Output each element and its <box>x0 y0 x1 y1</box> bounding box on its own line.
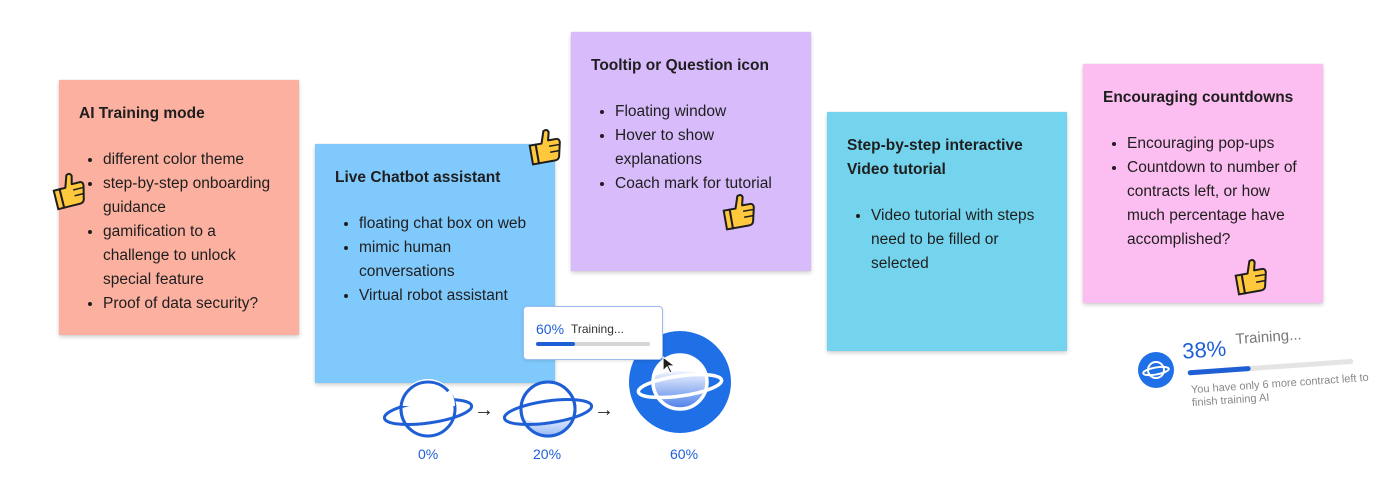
planet-icon <box>500 374 596 449</box>
tooltip-percent: 60% <box>536 321 565 337</box>
note-bullet: gamification to a challenge to unlock sp… <box>103 220 279 292</box>
widget-message: You have only 6 more contract left to fi… <box>1190 371 1370 410</box>
widget-percent: 38% <box>1181 335 1228 364</box>
note-bullet: Proof of data security? <box>103 292 279 316</box>
widget-progress-fill <box>1187 365 1251 376</box>
note-title: Tooltip or Question icon <box>591 57 769 74</box>
arrow-right-icon: → <box>594 399 614 421</box>
note-bullet: Video tutorial with steps need to be fil… <box>871 204 1047 276</box>
progress-step-label: 20% <box>533 446 562 462</box>
note-bullet: Coach mark for tutorial <box>615 172 791 196</box>
planet-icon <box>1138 352 1174 393</box>
widget-label: Training... <box>1234 326 1303 348</box>
note-encouraging-countdowns[interactable]: Encouraging countdowns Encouraging pop-u… <box>1083 64 1323 303</box>
note-ai-training-mode[interactable]: AI Training mode different color theme s… <box>59 80 299 335</box>
thumbs-up-icon <box>525 125 565 166</box>
note-tooltip-or-question-icon[interactable]: Tooltip or Question icon Floating window… <box>571 32 811 271</box>
training-progress-widget: 38% Training... You have only 6 more con… <box>1133 311 1378 427</box>
note-bullet: Countdown to number of contracts left, o… <box>1127 156 1303 252</box>
note-title: Live Chatbot assistant <box>335 169 501 186</box>
note-title: Encouraging countdowns <box>1103 89 1294 106</box>
note-title: Step-by-step interactive Video tutorial <box>847 137 1023 178</box>
note-bullet: Floating window <box>615 100 791 124</box>
note-bullet: Hover to show explanations <box>615 124 791 172</box>
progress-step-label: 0% <box>418 446 439 462</box>
thumbs-up-icon <box>719 190 759 231</box>
note-bullet: Virtual robot assistant <box>359 284 535 308</box>
progress-step-label: 60% <box>670 446 699 462</box>
note-video-tutorial[interactable]: Step-by-step interactive Video tutorial … <box>827 112 1067 351</box>
arrow-right-icon: → <box>474 399 494 421</box>
note-bullet: mimic human conversations <box>359 236 535 284</box>
tooltip-progress-fill <box>536 342 575 346</box>
note-bullet: floating chat box on web <box>359 212 535 236</box>
note-live-chatbot-assistant[interactable]: Live Chatbot assistant floating chat box… <box>315 144 555 383</box>
note-bullet: different color theme <box>103 148 279 172</box>
planet-icon <box>380 374 476 449</box>
tooltip-progress-track <box>536 342 650 346</box>
thumbs-up-icon <box>1231 255 1271 296</box>
thumbs-up-icon <box>48 168 90 211</box>
note-bullet: Encouraging pop-ups <box>1127 132 1303 156</box>
note-title: AI Training mode <box>79 105 205 122</box>
tooltip-label: Training... <box>571 322 624 336</box>
note-bullet: step-by-step onboarding guidance <box>103 172 279 220</box>
training-tooltip: 60% Training... <box>523 306 663 360</box>
cursor-icon <box>662 355 677 379</box>
